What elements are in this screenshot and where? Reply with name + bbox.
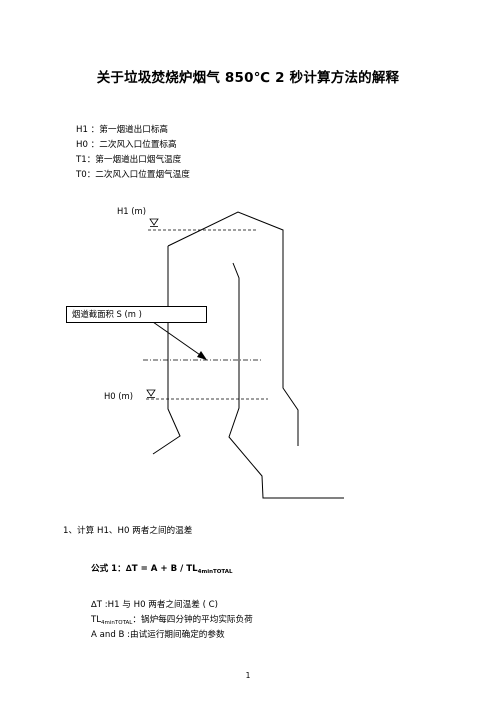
section-area-box: 烟道截面积 S (m ) (66, 306, 207, 323)
explanation-delta-t: ∆T :H1 与 H0 两者之间温差 ( C) (91, 600, 219, 610)
definition-h0: H0 ：二次风入口位置标高 (76, 140, 177, 150)
definition-t0: T0：二次风入口位置烟气温度 (76, 170, 190, 180)
h0-level-marker (146, 389, 156, 397)
explanation-a-b: A and B :由试运行期间确定的参数 (91, 630, 225, 640)
flue-inner-wall (228, 262, 344, 499)
h1-level-marker (149, 218, 159, 226)
definition-h1: H1 ：第一烟道出口标高 (76, 125, 169, 135)
definition-t1: T1：第一烟道出口烟气温度 (76, 155, 182, 165)
formula-subscript: 4minTOTAL (197, 569, 233, 575)
flue-outline-left (152, 246, 181, 455)
formula-1: 公式 1：∆T = A + B / TL4minTOTAL (91, 562, 233, 575)
h0-label: H0 (m) (104, 391, 133, 401)
section-arrow (152, 321, 204, 358)
explanation-tl: TL4minTOTAL：锅炉每四分钟的平均实际负荷 (91, 615, 253, 626)
formula-main: 公式 1：∆T = A + B / TL (91, 564, 198, 574)
page-title: 关于垃圾焚烧炉烟气 850℃ 2 秒计算方法的解释 (96, 70, 400, 86)
page-number: 1 (245, 671, 251, 680)
step-1-heading: 1、计算 H1、H0 两者之间的温差 (63, 526, 193, 536)
h1-label: H1 (m) (117, 206, 146, 216)
section-arrow-head (197, 351, 207, 360)
flue-outline-top (167, 211, 299, 446)
